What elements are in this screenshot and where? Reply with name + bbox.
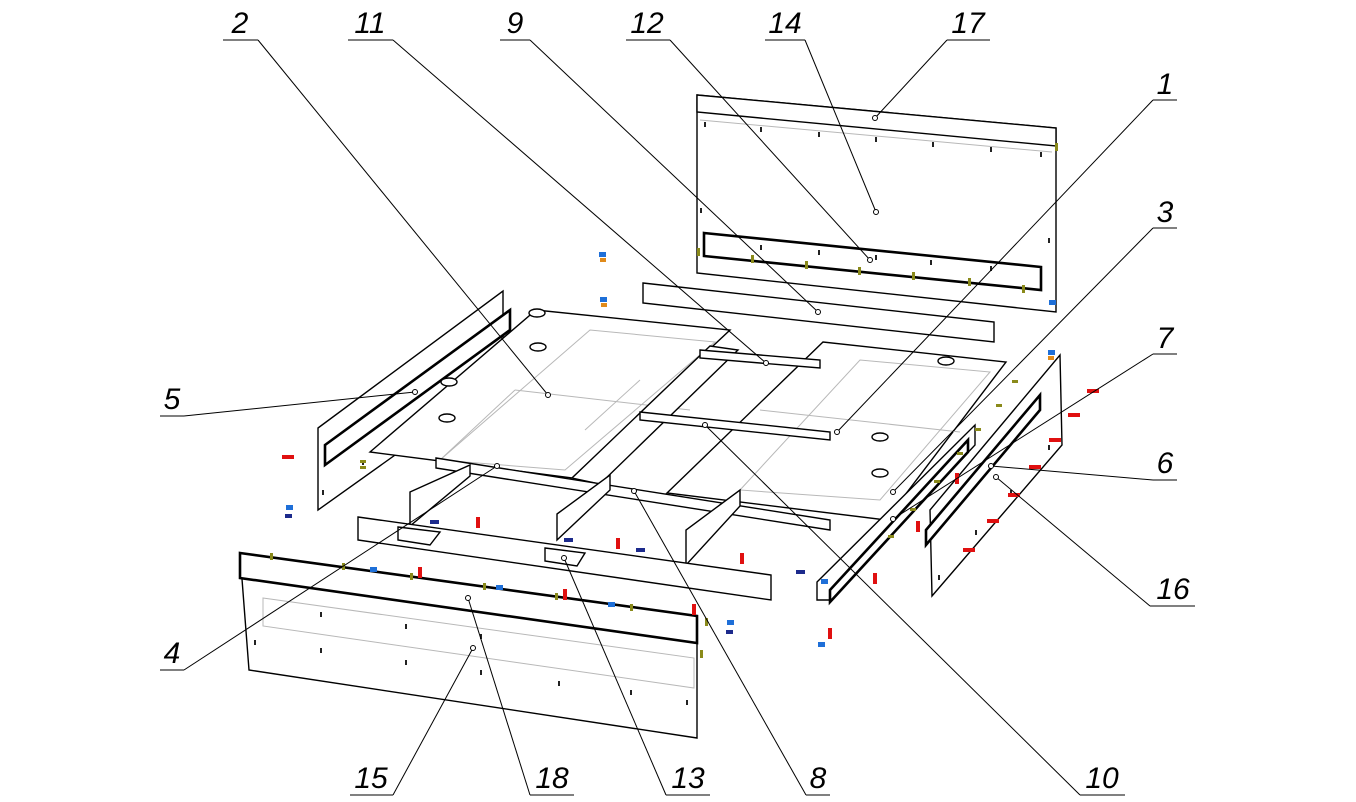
inner-legs xyxy=(409,463,741,567)
callout-9: 9 xyxy=(507,7,524,40)
callout-5: 5 xyxy=(164,383,181,416)
callout-16: 16 xyxy=(1156,573,1190,606)
callout-18: 18 xyxy=(535,762,569,795)
callout-7: 7 xyxy=(1157,322,1175,355)
fasteners xyxy=(270,143,1099,658)
callout-14: 14 xyxy=(768,7,801,40)
left-side-rail xyxy=(317,289,512,512)
footboard-panel xyxy=(238,551,699,739)
callout-6: 6 xyxy=(1157,447,1174,480)
callout-13: 13 xyxy=(671,762,705,795)
callout-11: 11 xyxy=(354,7,385,40)
callout-12: 12 xyxy=(630,7,664,40)
callout-4: 4 xyxy=(164,637,181,670)
callout-leaders xyxy=(160,39,1195,796)
right-inner-rail xyxy=(816,423,976,606)
callout-2: 2 xyxy=(231,7,249,40)
callout-3: 3 xyxy=(1157,196,1174,229)
callout-8: 8 xyxy=(810,762,827,795)
callout-17: 17 xyxy=(951,7,986,40)
callout-10: 10 xyxy=(1085,762,1119,795)
callout-1: 1 xyxy=(1157,68,1174,101)
callout-15: 15 xyxy=(354,762,388,795)
headboard-panel xyxy=(696,94,1057,313)
callout-labels: 2 11 9 12 14 17 1 3 7 6 16 5 4 15 18 13 … xyxy=(164,7,1190,795)
